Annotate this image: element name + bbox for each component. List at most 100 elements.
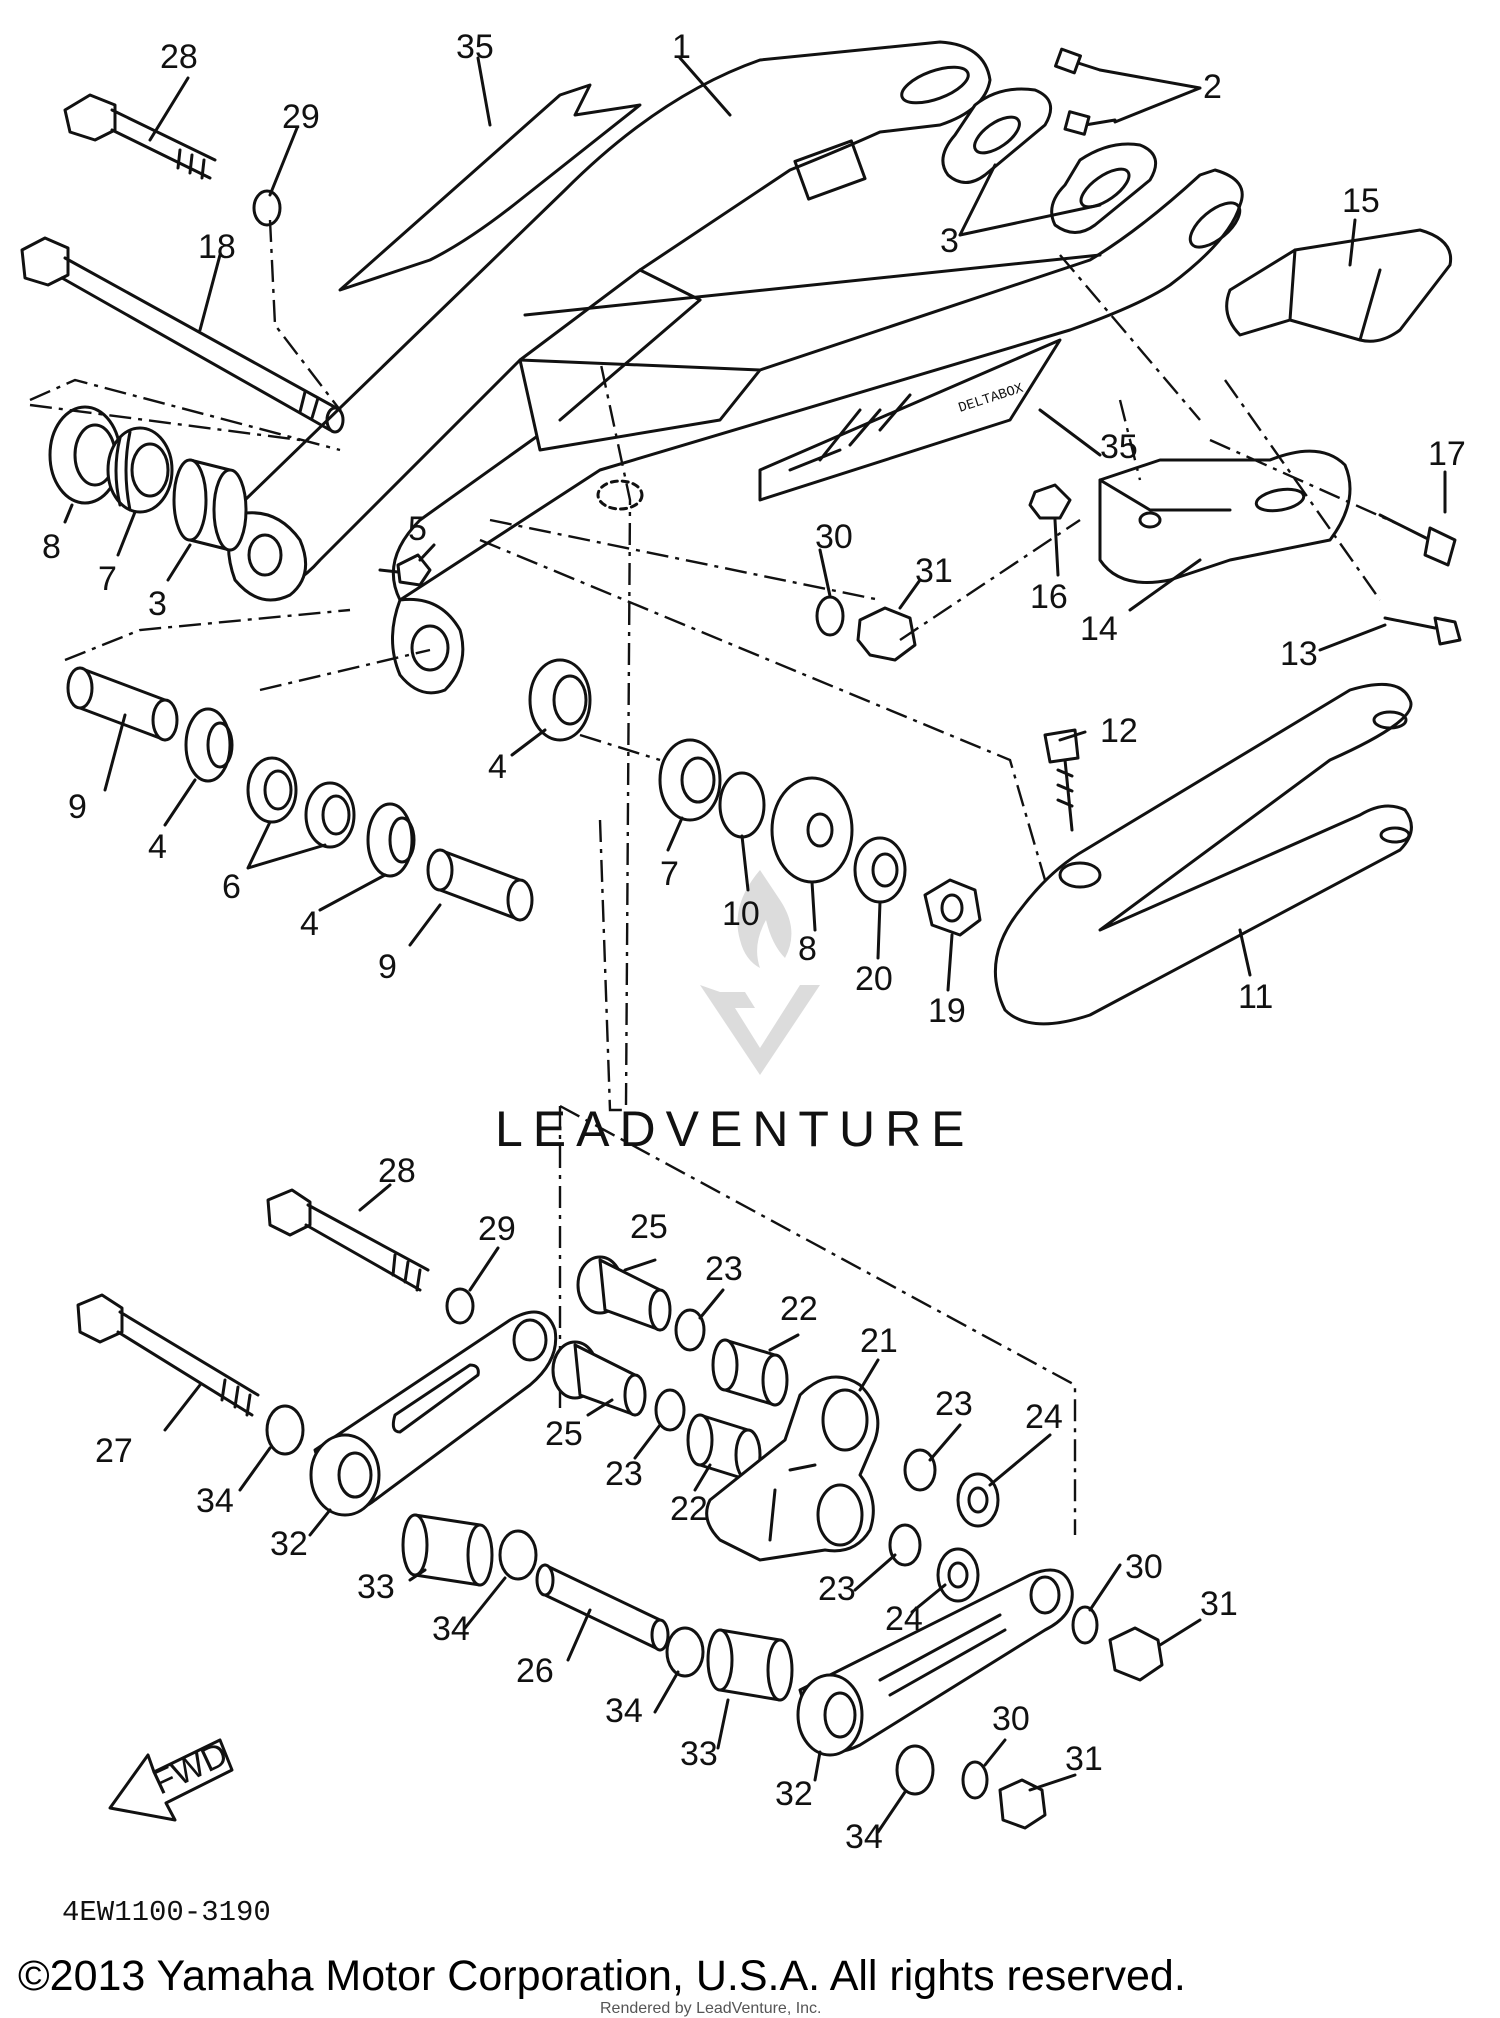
chain-guide-bracket-14	[1098, 449, 1352, 584]
callout-27: 27	[95, 1432, 133, 1470]
linkage-assembly	[76, 1104, 1164, 1830]
callout-22-upper: 22	[780, 1290, 818, 1328]
callout-1: 1	[672, 28, 691, 66]
assembly-lines-upper	[29, 219, 1401, 1112]
nut-19	[923, 878, 982, 937]
nut-16	[1028, 483, 1072, 520]
connecting-rod-32-lower	[796, 1568, 1074, 1757]
callout-32-upper: 32	[270, 1525, 308, 1563]
washer-20	[853, 836, 907, 904]
washer-34-d	[895, 1744, 935, 1796]
collar-26	[535, 1563, 670, 1652]
bearing-4-right	[528, 658, 592, 742]
callout-14: 14	[1080, 610, 1118, 648]
callout-28: 28	[160, 38, 198, 76]
bushing-24-upper	[956, 1472, 1000, 1528]
callout-25-upper: 25	[630, 1208, 668, 1246]
watermark-text: LEADVENTURE	[495, 1101, 975, 1157]
swingarm: DELTABOX	[227, 40, 1244, 695]
washer-29-upper	[252, 189, 282, 227]
collar-22-upper	[711, 1338, 789, 1407]
callout-34-d: 34	[845, 1818, 883, 1856]
callout-12: 12	[1100, 712, 1138, 750]
washer-30-lower	[961, 1760, 989, 1800]
oil-seal-8-right	[770, 776, 854, 884]
callout-35-upper: 35	[456, 28, 494, 66]
callout-7-right: 7	[660, 855, 679, 893]
pivot-shaft-18	[20, 236, 345, 434]
bolt-17	[1378, 513, 1457, 567]
bearing-4-lower-left	[366, 802, 416, 878]
bushing-25-upper	[576, 1255, 672, 1332]
callout-25-lower: 25	[545, 1415, 583, 1453]
callout-labels: 28 29 18 35 1 2 3 15 35 17 16 14 13 12 1…	[42, 28, 1466, 1856]
callout-15: 13	[1280, 635, 1318, 673]
bolt-2	[1054, 47, 1117, 136]
callout-23-c: 23	[935, 1385, 973, 1423]
bearing-4-mid-left	[184, 707, 234, 783]
callout-20: 20	[855, 960, 893, 998]
collar-33-lower	[706, 1628, 794, 1702]
washer-23-b	[654, 1388, 686, 1432]
collar-9-left	[66, 666, 179, 742]
callout-10: 10	[722, 895, 760, 933]
washer-23-d	[888, 1523, 922, 1567]
callout-31-lower: 31	[1065, 1740, 1103, 1778]
washer-34-b	[498, 1529, 538, 1581]
bolt-5	[378, 553, 432, 587]
callout-35-lower: 35	[1100, 428, 1138, 466]
bolt-27	[76, 1293, 260, 1417]
washer-10	[718, 771, 766, 839]
callout-24-upper: 24	[1025, 1398, 1063, 1436]
leadventure-watermark: LEADVENTURE	[495, 870, 975, 1157]
adjuster-plate-3	[941, 87, 1158, 234]
callout-6: 6	[222, 868, 241, 906]
render-credit: Rendered by LeadVenture, Inc.	[600, 2000, 822, 2017]
copyright-notice: ©2013 Yamaha Motor Corporation, U.S.A. A…	[18, 1952, 1186, 2000]
callout-34-b: 34	[432, 1610, 470, 1648]
rear-arm-11	[993, 682, 1413, 1026]
callout-30-mid: 30	[1125, 1548, 1163, 1586]
bolt-12	[1043, 728, 1080, 832]
callout-33-upper: 33	[357, 1568, 395, 1606]
bolt-28-upper	[63, 93, 217, 180]
callout-24-lower: 24	[885, 1600, 923, 1638]
callout-19: 19	[928, 992, 966, 1030]
connecting-rod-32-upper	[309, 1310, 558, 1517]
callout-4-d: 4	[488, 748, 507, 786]
leader-lines	[63, 56, 1447, 1834]
callout-4-c: 4	[300, 905, 319, 943]
seal-7-right	[658, 738, 722, 822]
callout-23-d: 23	[818, 1570, 856, 1608]
washer-23-a	[674, 1308, 706, 1352]
callout-4-b: 4	[148, 828, 167, 866]
nut-31-lower	[998, 1778, 1047, 1830]
callout-2: 2	[1203, 68, 1222, 106]
decal-35-upper	[338, 83, 642, 292]
washer-34-c	[665, 1626, 705, 1678]
callout-34-a: 34	[196, 1482, 234, 1520]
collar-33-upper	[401, 1513, 494, 1587]
fwd-arrow-icon: FWD	[108, 1735, 234, 1822]
callout-17: 17	[1428, 435, 1466, 473]
callout-4-a: 3	[148, 585, 167, 623]
callout-29: 29	[282, 98, 320, 136]
callout-11: 11	[1238, 978, 1273, 1016]
washer-23-c	[903, 1448, 937, 1492]
callout-18: 18	[198, 228, 236, 266]
washer-34-a	[265, 1404, 305, 1456]
callout-21: 21	[860, 1322, 898, 1360]
washer-30-mid	[1071, 1605, 1099, 1645]
callout-30-upper: 30	[815, 518, 853, 556]
callout-23-a: 23	[705, 1250, 743, 1288]
nut-31-mid	[1108, 1626, 1164, 1682]
chain-guide-13	[1225, 228, 1453, 343]
bearing-4-upper-left	[172, 458, 248, 552]
callout-28-lower: 28	[378, 1152, 416, 1190]
dust-seal-7	[106, 426, 174, 514]
callout-5: 5	[408, 510, 427, 548]
callout-32-lower: 32	[775, 1775, 813, 1813]
callout-9-right: 9	[378, 948, 397, 986]
callout-16: 16	[1030, 578, 1068, 616]
